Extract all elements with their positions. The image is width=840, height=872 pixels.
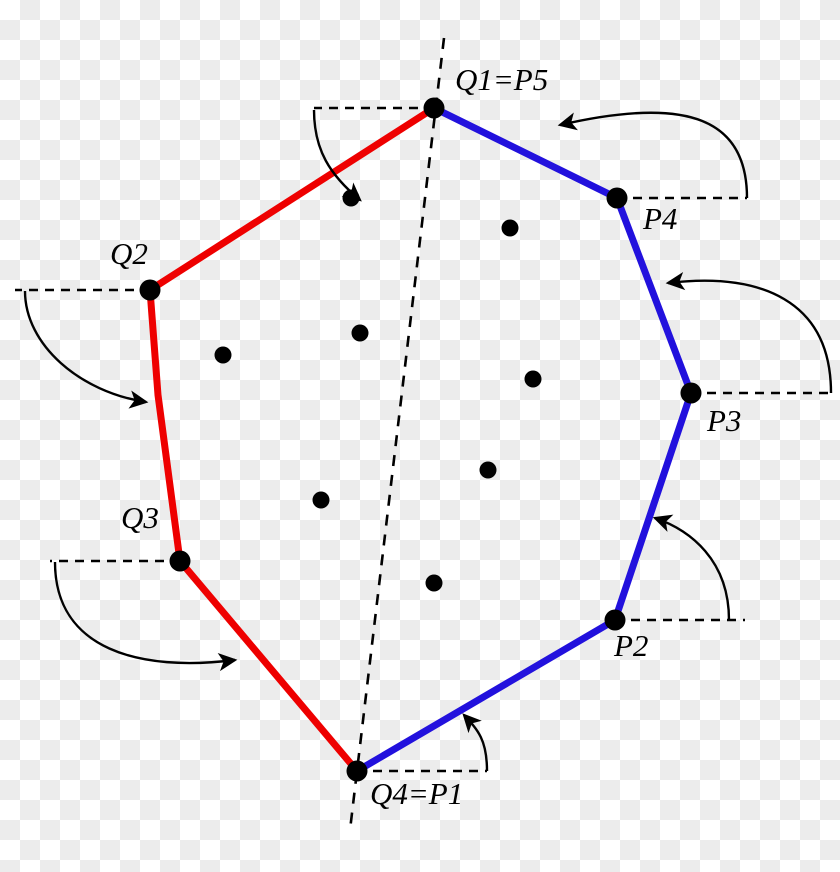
guide-rays bbox=[15, 106, 831, 773]
interior-points-group bbox=[214, 189, 542, 592]
dividing-line bbox=[348, 37, 446, 831]
interior-point-5 bbox=[524, 370, 542, 388]
hull-vertex-p4 bbox=[606, 187, 628, 209]
interior-point-7 bbox=[312, 491, 330, 509]
angle-arc-q1p5 bbox=[312, 109, 362, 202]
vertex-label-q3: Q3 bbox=[121, 500, 159, 535]
angle-arc-p2 bbox=[652, 514, 731, 621]
angle-arc-p4 bbox=[557, 111, 749, 199]
interior-point-1 bbox=[342, 189, 360, 207]
blue-chain-polyline bbox=[353, 104, 695, 775]
angle-arc-arrows bbox=[23, 109, 833, 772]
interior-point-4 bbox=[214, 346, 232, 364]
vertex-label-p3: P3 bbox=[707, 403, 742, 438]
hull-vertex-q2 bbox=[139, 279, 161, 301]
hull-vertex-q3 bbox=[169, 550, 191, 572]
vertex-label-p4: P4 bbox=[643, 201, 678, 236]
angle-arc-q2 bbox=[23, 290, 149, 409]
vertex-label-q2: Q2 bbox=[110, 236, 148, 271]
vertex-label-q4p1: Q4=P1 bbox=[370, 776, 464, 811]
angle-arc-q4p1 bbox=[462, 713, 489, 772]
vertex-label-q1p5: Q1=P5 bbox=[455, 62, 549, 97]
interior-point-3 bbox=[351, 324, 369, 342]
hull-vertex-p2 bbox=[604, 609, 626, 631]
interior-point-2 bbox=[501, 219, 519, 237]
angle-arc-q3 bbox=[53, 561, 238, 672]
interior-point-8 bbox=[425, 574, 443, 592]
red-chain-polyline bbox=[146, 104, 438, 775]
hull-vertex-q1p5 bbox=[423, 97, 445, 119]
vertex-label-p2: P2 bbox=[614, 628, 649, 663]
interior-point-6 bbox=[479, 461, 497, 479]
hull-vertices-group bbox=[139, 97, 702, 782]
hull-vertex-q4p1 bbox=[346, 760, 368, 782]
hull-vertex-p3 bbox=[680, 382, 702, 404]
angle-arc-p3 bbox=[665, 272, 833, 394]
